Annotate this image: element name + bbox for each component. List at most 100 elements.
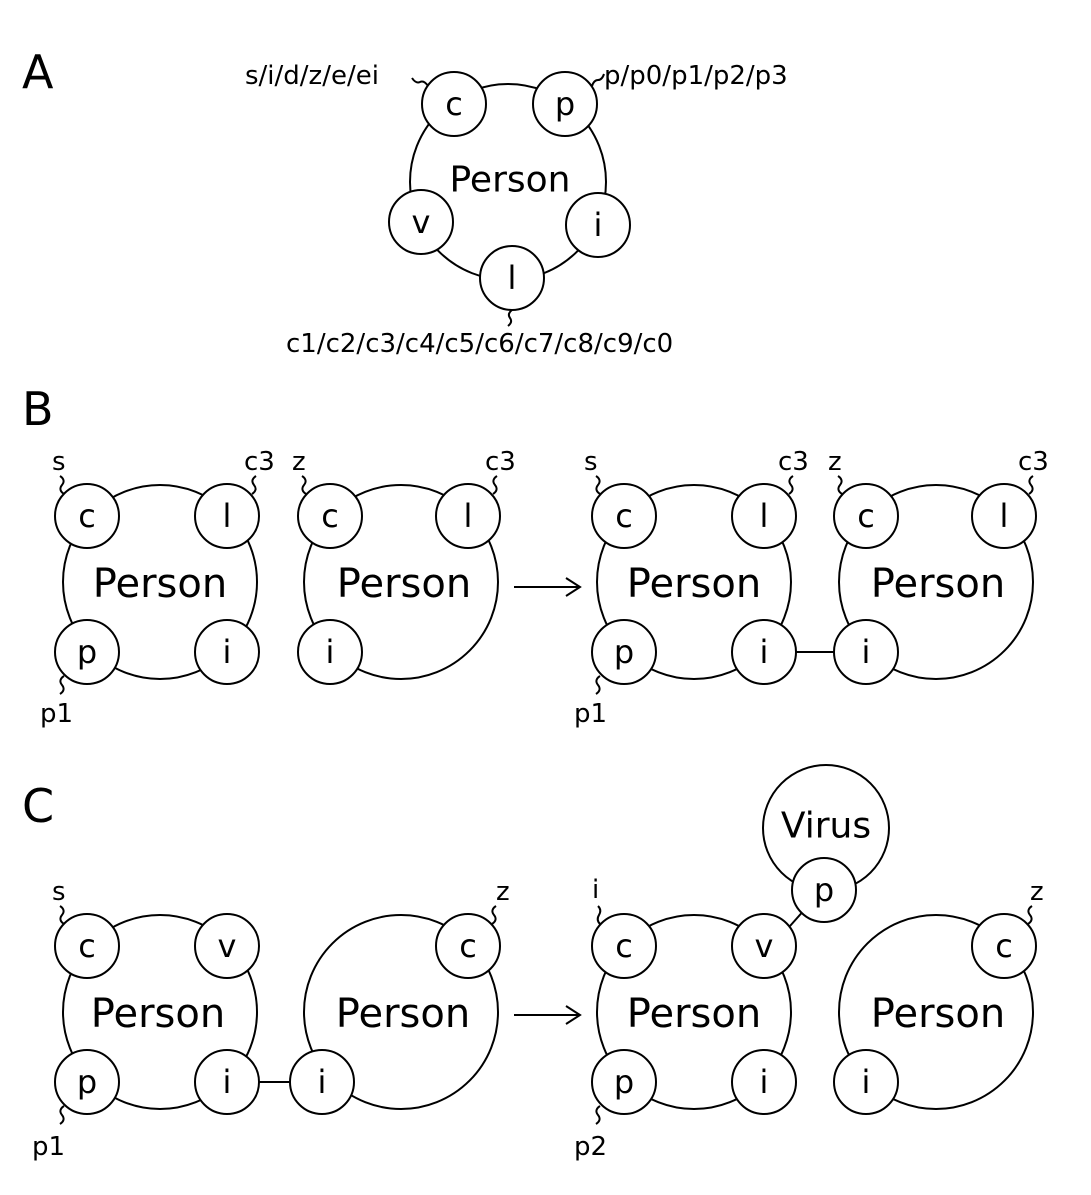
- site-v-label: v: [412, 203, 431, 241]
- panel-c-right-person-2: Person c i z: [833, 877, 1044, 1115]
- panel-b-left-person-1: Person c l p i s c3 p1: [40, 447, 275, 729]
- panel-c-reaction-arrow: [514, 1005, 582, 1025]
- panel-c-virus-agent: Virus p: [762, 764, 890, 927]
- site-c-circle: [833, 483, 899, 549]
- site-i-circle: [565, 192, 631, 258]
- state-p-tilde: [59, 675, 65, 695]
- site-c-label: c: [857, 497, 875, 535]
- state-p-value: p1: [40, 699, 73, 729]
- person-agent-label: Person: [93, 561, 227, 607]
- site-l-label: l: [464, 497, 473, 535]
- state-l-value: c3: [778, 447, 809, 477]
- panel-b-right-person-1: Person c l p i s c3 p1: [574, 447, 809, 729]
- site-i-circle: [833, 1049, 899, 1115]
- virus-agent-label: Virus: [781, 806, 871, 847]
- panel-label-b: B: [22, 382, 54, 436]
- site-c-label: c: [459, 927, 477, 965]
- state-l-value: c3: [1018, 447, 1049, 477]
- site-v-circle: [388, 189, 454, 255]
- site-p-label: p: [77, 1063, 97, 1101]
- site-p-circle: [54, 1049, 120, 1115]
- state-p-value: p2: [574, 1132, 607, 1162]
- site-l-label: l: [223, 497, 232, 535]
- state-c-value: s: [52, 447, 66, 477]
- state-l-value: c3: [244, 447, 275, 477]
- site-l-circle: [971, 483, 1037, 549]
- site-p-label: p: [555, 85, 575, 123]
- state-l-tilde: [788, 475, 794, 495]
- state-c-tilde: [491, 905, 497, 925]
- site-c-label: c: [615, 927, 633, 965]
- state-c-value: z: [828, 447, 842, 477]
- site-i-circle: [289, 1049, 355, 1115]
- site-c-circle: [591, 483, 657, 549]
- panel-b-left-person-2: Person c l i z c3: [292, 447, 516, 685]
- site-c-label: c: [321, 497, 339, 535]
- site-i-circle: [194, 619, 260, 685]
- site-c-circle: [421, 71, 487, 137]
- state-c-tilde: [59, 905, 65, 925]
- person-agent-label: Person: [871, 561, 1005, 607]
- state-c-value: z: [292, 447, 306, 477]
- site-c-label: c: [995, 927, 1013, 965]
- state-p-tilde: [595, 675, 601, 695]
- site-v-circle: [194, 913, 260, 979]
- state-l-tilde: [492, 475, 498, 495]
- person-agent-label: Person: [627, 561, 761, 607]
- site-p-label: p: [614, 633, 634, 671]
- state-p-value: p1: [32, 1132, 65, 1162]
- state-c-tilde: [595, 475, 601, 495]
- state-p-tilde: [591, 73, 605, 87]
- site-i-label: i: [223, 633, 232, 671]
- site-c-label: c: [78, 927, 96, 965]
- site-i-label: i: [223, 1063, 232, 1101]
- site-c-circle: [297, 483, 363, 549]
- site-v-label: v: [218, 927, 237, 965]
- site-i-label: i: [760, 633, 769, 671]
- site-p-circle: [591, 619, 657, 685]
- site-i-circle: [297, 619, 363, 685]
- site-l-circle: [731, 483, 797, 549]
- site-l-label: l: [760, 497, 769, 535]
- state-c-tilde: [596, 905, 602, 925]
- panel-c-right-person-1: Person c v p i i p2: [574, 875, 797, 1162]
- virus-site-p-circle: [791, 857, 857, 923]
- state-p-tilde: [595, 1105, 601, 1125]
- site-p-label: p: [614, 1063, 634, 1101]
- state-c-value: z: [1030, 877, 1044, 907]
- panel-b-right-person-2: Person c l i z c3: [828, 447, 1049, 685]
- site-c-label: c: [78, 497, 96, 535]
- site-p-circle: [532, 71, 598, 137]
- site-p-label: p: [77, 633, 97, 671]
- site-l-circle: [435, 483, 501, 549]
- arrow-head: [565, 577, 582, 597]
- site-l-label: l: [508, 259, 517, 297]
- panel-c-left-person-1: Person c v p i s p1: [32, 877, 260, 1162]
- site-c-label: c: [615, 497, 633, 535]
- state-c-tilde: [301, 475, 307, 495]
- site-i-label: i: [862, 1063, 871, 1101]
- site-p-circle: [54, 619, 120, 685]
- state-c-tilde: [411, 77, 429, 87]
- site-i-label: i: [326, 633, 335, 671]
- site-c-circle: [54, 913, 120, 979]
- panel-label-c: C: [22, 779, 54, 833]
- site-i-label: i: [862, 633, 871, 671]
- state-p-tilde: [59, 1105, 65, 1125]
- person-agent-label: Person: [871, 991, 1005, 1037]
- state-c-tilde: [837, 475, 843, 495]
- panel-a-person-agent: Person c p v i l s/i/d/z/e/ei p/p0/p1/p2…: [245, 61, 788, 359]
- panel-label-a: A: [22, 45, 54, 99]
- site-i-label: i: [318, 1063, 327, 1101]
- site-v-label: v: [755, 927, 774, 965]
- site-c-circle: [54, 483, 120, 549]
- state-l-tilde: [507, 309, 513, 327]
- site-c-circle: [591, 913, 657, 979]
- person-agent-label: Person: [336, 991, 470, 1037]
- site-i-circle: [833, 619, 899, 685]
- state-c-tilde: [59, 475, 65, 495]
- site-c-circle: [435, 913, 501, 979]
- state-c-tilde: [1027, 905, 1033, 925]
- state-l-values: c1/c2/c3/c4/c5/c6/c7/c8/c9/c0: [286, 329, 673, 359]
